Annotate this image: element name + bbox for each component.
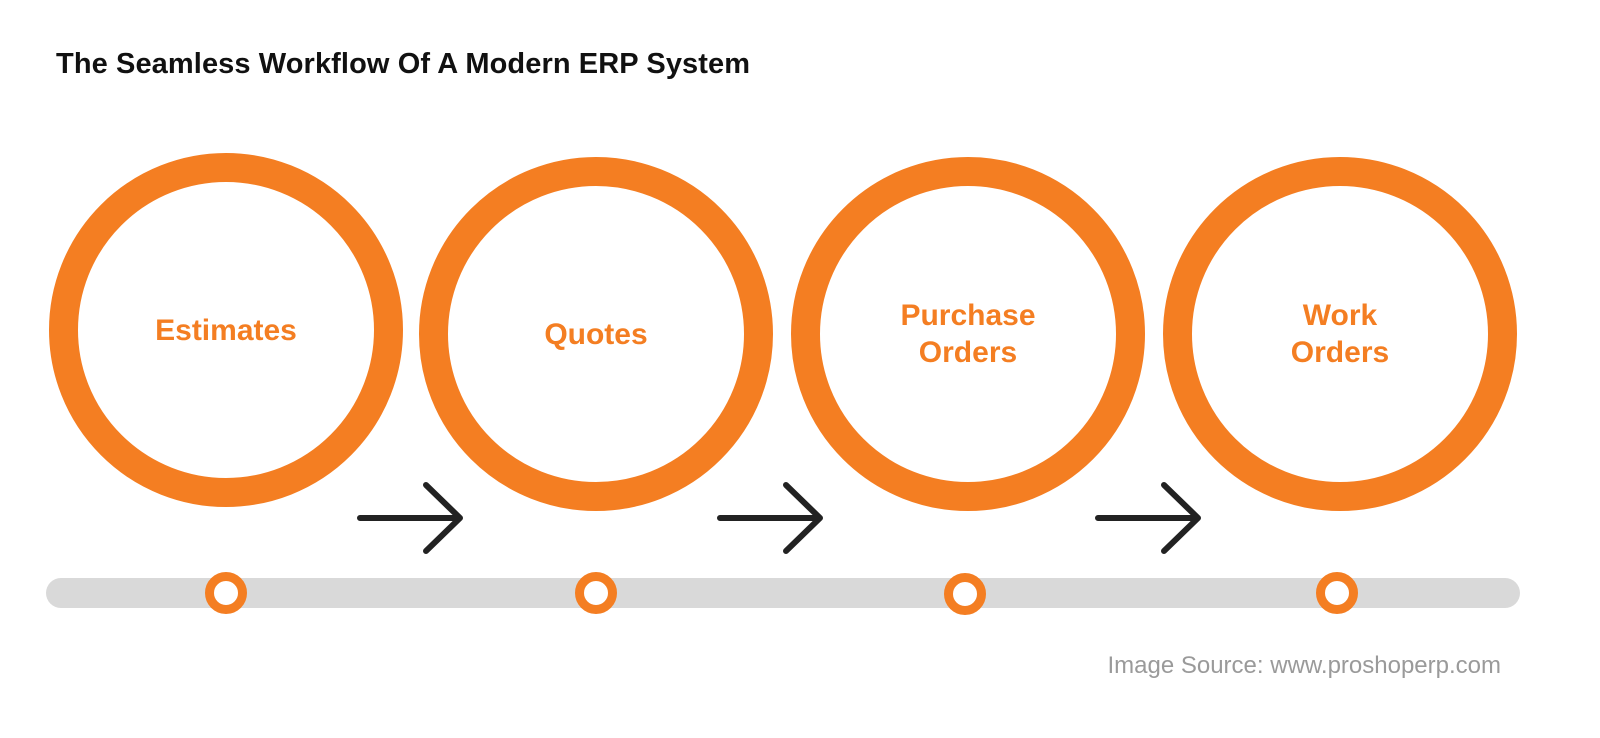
step-label-purchase-orders: Purchase Orders bbox=[900, 299, 1036, 369]
step-work-orders: Work Orders bbox=[1163, 157, 1517, 511]
arrow-right-icon bbox=[717, 482, 823, 554]
page-title: The Seamless Workflow Of A Modern ERP Sy… bbox=[56, 48, 751, 80]
arrow-right-icon bbox=[357, 482, 463, 554]
step-label-work-orders: Work Orders bbox=[1290, 299, 1390, 369]
step-purchase-orders: Purchase Orders bbox=[791, 157, 1145, 511]
timeline-node-estimates bbox=[205, 572, 247, 614]
timeline-node-purchase-orders bbox=[944, 573, 986, 615]
step-label-quotes: Quotes bbox=[544, 317, 648, 351]
timeline-bar bbox=[46, 578, 1520, 608]
step-estimates: Estimates bbox=[49, 153, 403, 507]
timeline-node-work-orders bbox=[1316, 572, 1358, 614]
step-quotes: Quotes bbox=[419, 157, 773, 511]
image-source-caption: Image Source: www.proshoperp.com bbox=[1107, 652, 1501, 679]
arrow-right-icon bbox=[1095, 482, 1201, 554]
step-label-estimates: Estimates bbox=[155, 313, 297, 347]
timeline-node-quotes bbox=[575, 572, 617, 614]
